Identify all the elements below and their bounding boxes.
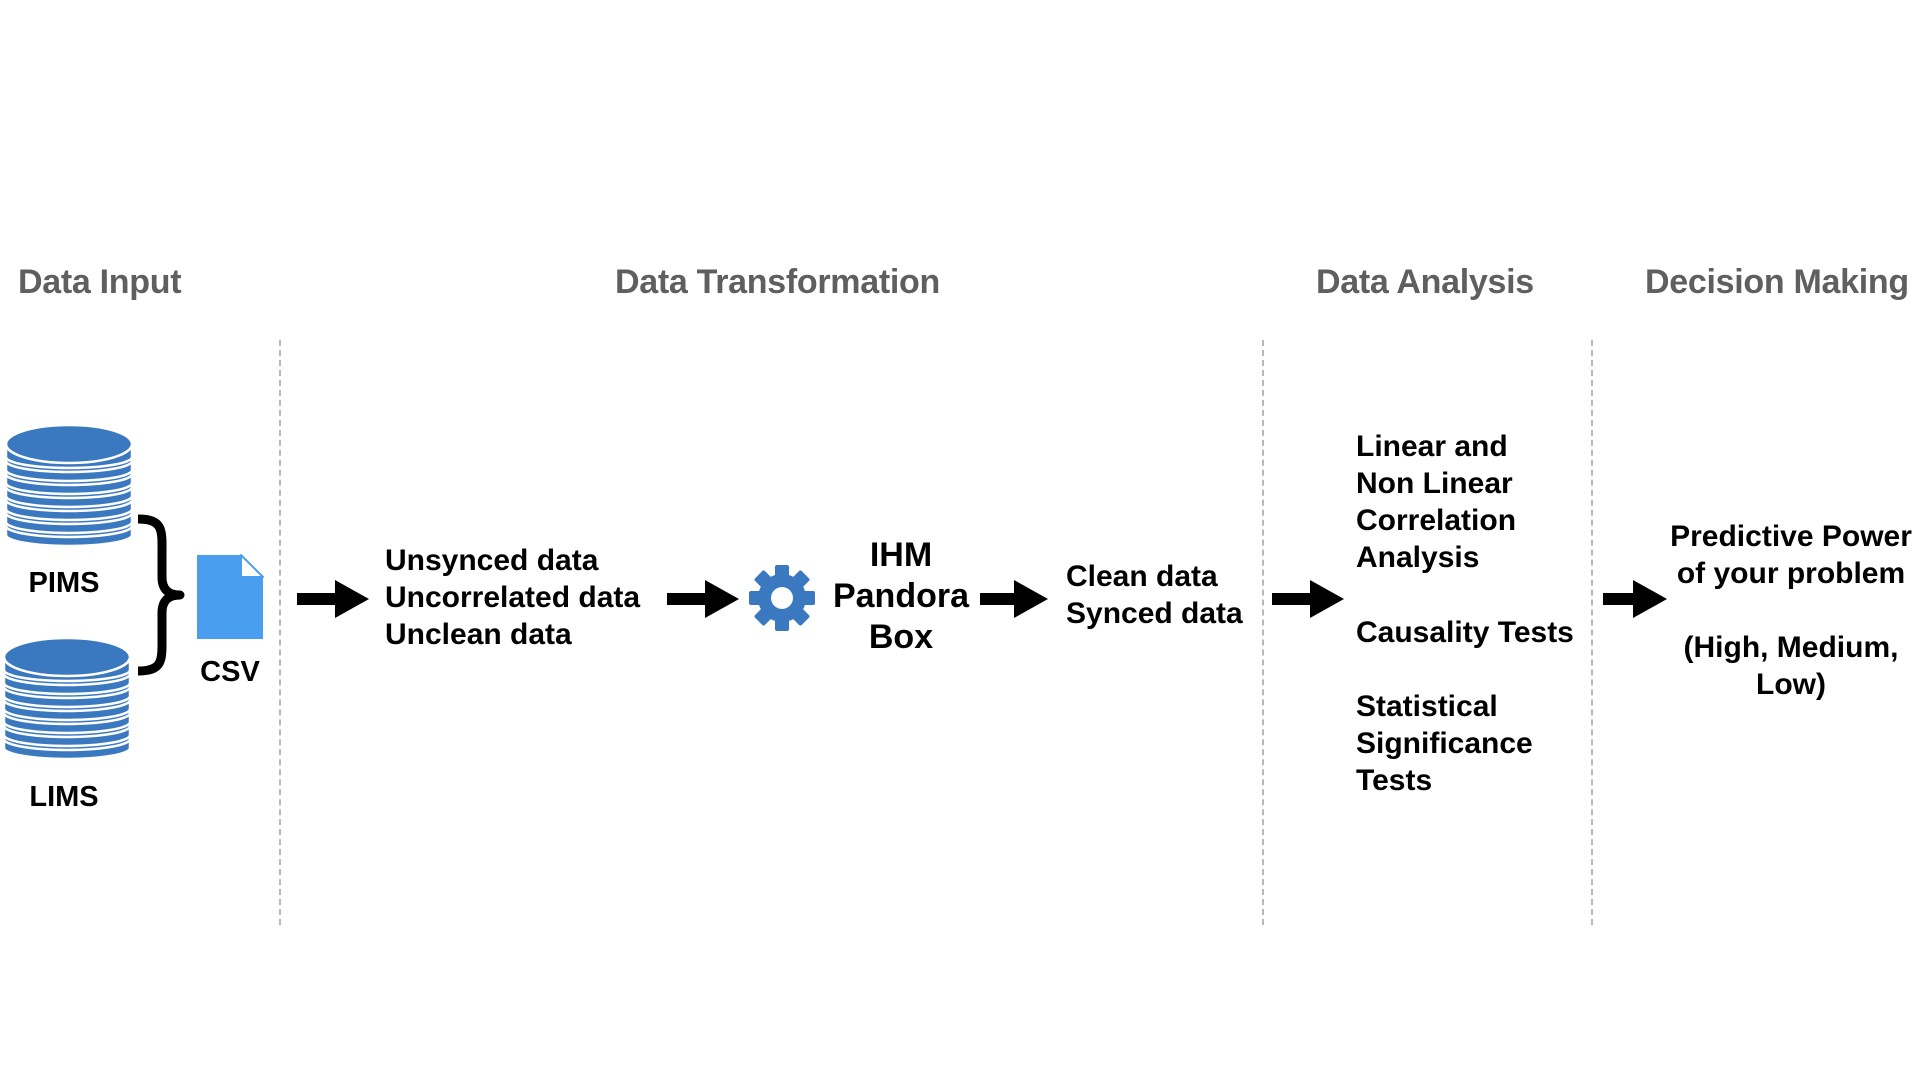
analysis-line: Tests: [1356, 764, 1433, 797]
arrow-right-icon: [1272, 580, 1344, 618]
clean-data-item: Clean data: [1066, 560, 1218, 593]
arrow-right-icon: [1603, 580, 1667, 618]
divider-input-transformation: [279, 340, 281, 925]
arrow-right-icon: [980, 580, 1048, 618]
analysis-line: Non Linear: [1356, 467, 1513, 500]
csv-file-icon: [197, 554, 264, 639]
correlation-analysis-item: Linear and Non Linear Correlation Analys…: [1356, 428, 1516, 576]
heading-decision-making: Decision Making: [1645, 263, 1909, 301]
clean-data-list: Clean data Synced data: [1066, 558, 1243, 632]
analysis-line: Significance: [1356, 727, 1533, 760]
curly-brace-icon: [137, 514, 185, 676]
arrow-right-icon: [667, 580, 739, 618]
heading-data-transformation: Data Transformation: [615, 263, 940, 301]
heading-data-analysis: Data Analysis: [1316, 263, 1534, 301]
lims-label: LIMS: [29, 781, 99, 813]
database-icon: [4, 423, 134, 548]
processor-line: IHM: [869, 536, 933, 574]
decision-line: Predictive Power: [1670, 520, 1912, 553]
raw-data-item: Unsynced data: [385, 544, 599, 577]
decision-spacer: [1662, 592, 1920, 629]
raw-data-item: Uncorrelated data: [385, 581, 641, 614]
csv-label: CSV: [200, 656, 260, 688]
analysis-line: Linear and: [1356, 430, 1508, 463]
analysis-line: Statistical: [1356, 690, 1498, 723]
processor-line: Box: [868, 618, 934, 656]
database-icon: [2, 636, 132, 761]
divider-transformation-analysis: [1262, 340, 1264, 925]
clean-data-item: Synced data: [1066, 597, 1243, 630]
processor-line: Pandora: [832, 577, 970, 615]
decision-line: of your problem: [1676, 557, 1906, 590]
pims-label: PIMS: [28, 567, 100, 599]
analysis-line: Correlation: [1356, 504, 1517, 537]
decision-text: Predictive Power of your problem (High, …: [1662, 518, 1920, 703]
arrow-right-icon: [297, 580, 369, 618]
processor-label: IHM Pandora Box: [826, 535, 976, 658]
causality-tests-item: Causality Tests: [1356, 616, 1574, 649]
divider-analysis-decision: [1591, 340, 1593, 925]
gear-icon: [749, 565, 815, 631]
analysis-line: Analysis: [1356, 541, 1480, 574]
raw-data-item: Unclean data: [385, 618, 572, 651]
decision-level: (High, Medium,: [1683, 631, 1899, 664]
heading-data-input: Data Input: [18, 263, 182, 301]
significance-tests-item: Statistical Significance Tests: [1356, 688, 1533, 799]
raw-data-list: Unsynced data Uncorrelated data Unclean …: [385, 542, 640, 653]
decision-level: Low): [1756, 668, 1826, 701]
